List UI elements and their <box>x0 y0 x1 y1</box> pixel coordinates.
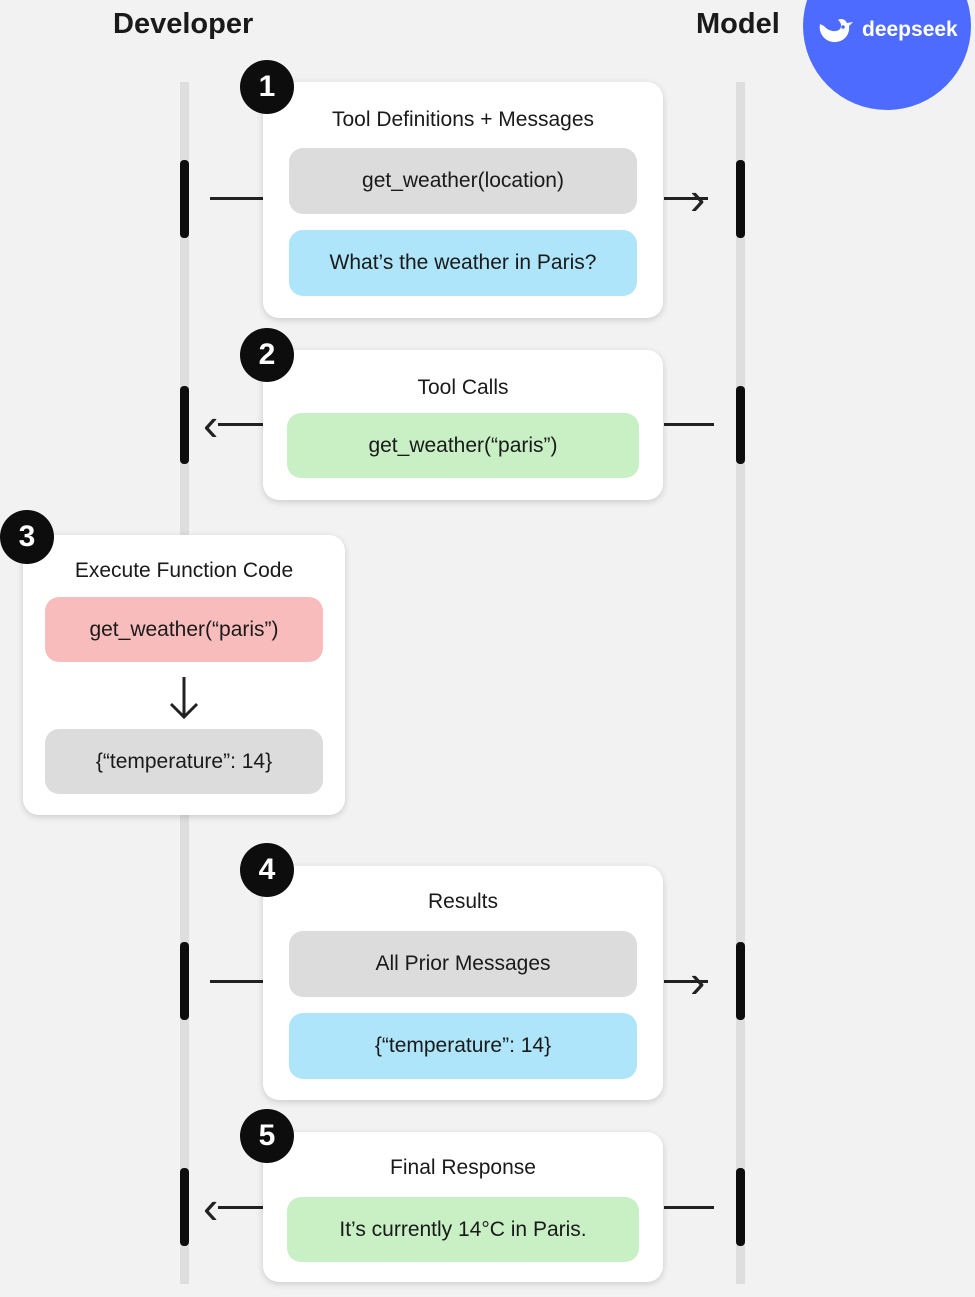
tool-call-pill: get_weather(“paris”) <box>287 413 639 478</box>
model-activation-bar <box>736 386 745 464</box>
connector-line <box>664 423 714 426</box>
step-4-title: Results <box>427 890 499 913</box>
function-result-pill: {“temperature”: 14} <box>45 729 323 794</box>
connector-line <box>218 1206 264 1209</box>
step-2-title: Tool Calls <box>417 376 509 399</box>
user-message-pill: What’s the weather in Paris? <box>289 230 637 296</box>
connector-line <box>664 980 708 983</box>
model-activation-bar <box>736 942 745 1020</box>
step-4-badge: 4 <box>240 843 294 897</box>
step-1-card: Tool Definitions + Messages get_weather(… <box>263 82 663 318</box>
arrow-right-icon: › <box>690 955 706 1007</box>
developer-activation-bar <box>180 160 189 238</box>
prior-messages-pill: All Prior Messages <box>289 931 637 997</box>
tool-definition-pill: get_weather(location) <box>289 148 637 214</box>
arrow-left-icon: ‹ <box>203 1181 219 1233</box>
step-3-badge: 3 <box>0 510 54 564</box>
model-lifeline <box>736 82 745 1284</box>
step-5-card: Final Response It’s currently 14°C in Pa… <box>263 1132 663 1282</box>
model-activation-bar <box>736 1168 745 1246</box>
connector-line <box>664 1206 714 1209</box>
step-2-card: Tool Calls get_weather(“paris”) <box>263 350 663 500</box>
step-5-title: Final Response <box>390 1156 536 1179</box>
connector-line <box>210 980 264 983</box>
connector-line <box>664 197 708 200</box>
function-execution-pill: get_weather(“paris”) <box>45 597 323 662</box>
deepseek-logo: deepseek <box>816 14 958 46</box>
arrow-left-icon: ‹ <box>203 398 219 450</box>
arrow-down-icon <box>169 677 199 720</box>
step-1-title: Tool Definitions + Messages <box>331 108 595 131</box>
step-1-badge: 1 <box>240 60 294 114</box>
step-3-card: Execute Function Code get_weather(“paris… <box>23 535 345 815</box>
final-response-pill: It’s currently 14°C in Paris. <box>287 1197 639 1262</box>
developer-header: Developer <box>113 8 254 40</box>
model-header: Model <box>696 8 780 40</box>
whale-icon <box>819 19 853 43</box>
connector-line <box>218 423 264 426</box>
step-2-badge: 2 <box>240 328 294 382</box>
step-4-card: Results All Prior Messages {“temperature… <box>263 866 663 1100</box>
step-5-badge: 5 <box>240 1109 294 1163</box>
model-activation-bar <box>736 160 745 238</box>
developer-activation-bar <box>180 942 189 1020</box>
developer-activation-bar <box>180 386 189 464</box>
step-3-title: Execute Function Code <box>74 559 294 582</box>
logo-text: deepseek <box>862 18 958 41</box>
result-pill: {“temperature”: 14} <box>289 1013 637 1079</box>
developer-activation-bar <box>180 1168 189 1246</box>
arrow-right-icon: › <box>690 172 706 224</box>
connector-line <box>210 197 264 200</box>
